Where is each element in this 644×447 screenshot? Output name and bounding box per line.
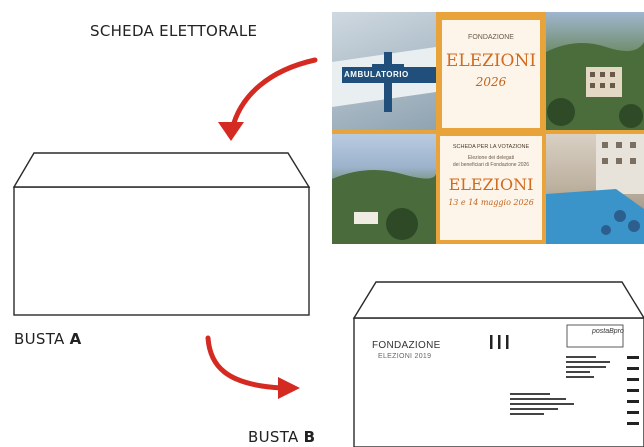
- ballot-card-bottom: SCHEDA PER LA VOTAZIONE Elezione dei del…: [440, 136, 542, 240]
- photo-forest-building: [546, 12, 644, 130]
- busta-b-stamp-text: postaBpro: [592, 328, 624, 335]
- photo-valley: [332, 134, 436, 244]
- busta-a-letter: A: [69, 330, 82, 348]
- busta-a-label: BUSTA A: [14, 330, 82, 348]
- ballot-title-bottom: ELEZIONI: [448, 175, 534, 194]
- busta-b-label: BUSTA B: [248, 428, 315, 446]
- ballot-heading: SCHEDA PER LA VOTAZIONE: [452, 144, 530, 150]
- photo-pool: [546, 134, 644, 244]
- ballot-line1: Elezione dei delegati: [467, 155, 515, 161]
- scheda-elettorale-label: SCHEDA ELETTORALE: [90, 22, 258, 40]
- ballot-date-bottom: 13 e 14 maggio 2026: [448, 198, 534, 207]
- busta-b-prefix: BUSTA: [248, 428, 304, 446]
- busta-b-subtitle: ELEZIONI 2019: [378, 353, 432, 360]
- busta-b-logo: FONDAZIONE: [372, 340, 441, 351]
- photo-ambulatorio: AMBULATORIO: [332, 12, 436, 130]
- ballot-year-top: 2026: [475, 75, 507, 89]
- ballot-line2: dei beneficiari di Fondazione 2026: [452, 162, 530, 168]
- election-photo-collage: AMBULATORIO FONDAZIONE ELEZIONI 2026: [332, 12, 644, 244]
- ballot-card-top: FONDAZIONE ELEZIONI 2026: [440, 18, 542, 130]
- ballot-title-top: ELEZIONI: [445, 51, 537, 71]
- busta-a-prefix: BUSTA: [14, 330, 70, 348]
- busta-b-letter: B: [303, 428, 316, 446]
- ballot-logo-text: FONDAZIONE: [468, 34, 514, 41]
- ambulatorio-sign-text: AMBULATORIO: [344, 70, 409, 79]
